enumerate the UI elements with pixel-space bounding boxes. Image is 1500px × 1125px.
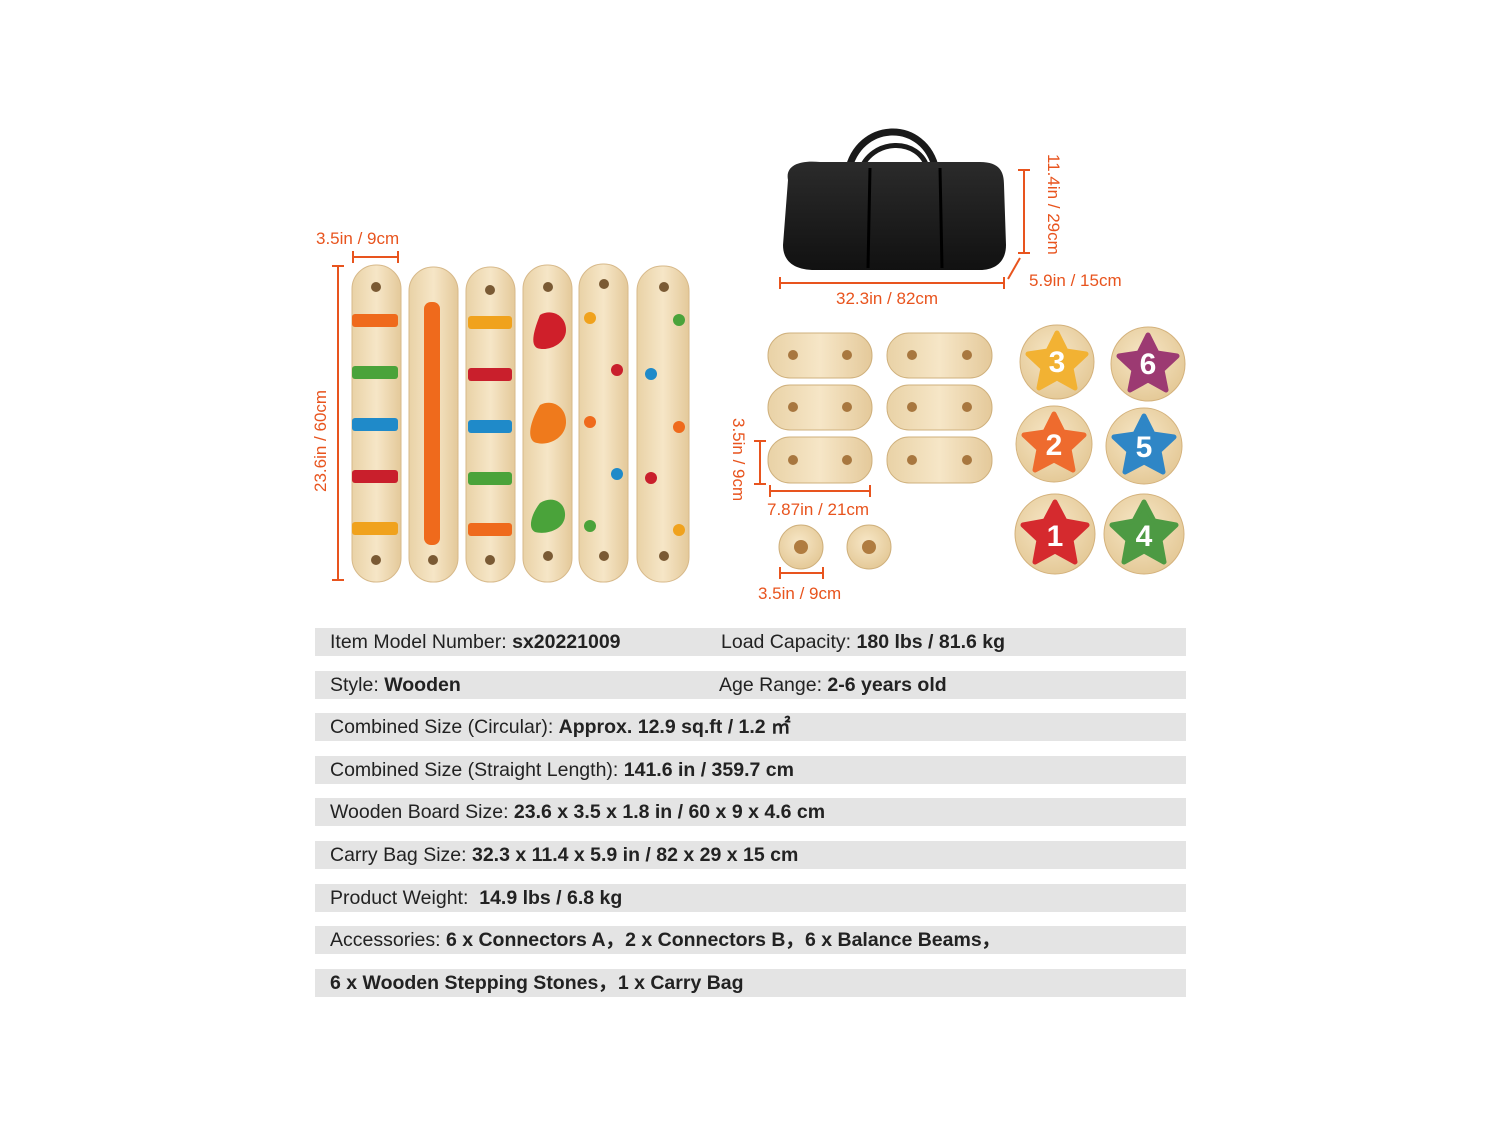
board-rungs-1: [351, 264, 402, 583]
bag-height-label: 11.4in / 29cm: [1044, 154, 1063, 255]
spec-value: 6 x Connectors A，2 x Connectors B，6 x Ba…: [445, 929, 1002, 952]
board-holds: [522, 264, 573, 583]
balance-boards: [351, 263, 690, 583]
spec-key: Item Model Number:: [330, 631, 513, 653]
connector-length-label: 7.87in / 21cm: [767, 500, 870, 519]
spec-row-model: Item Model Number: sx20221009 Load Capac…: [315, 628, 1186, 656]
stone-label-1: 1: [1047, 520, 1064, 553]
stone-4: [1103, 493, 1185, 575]
spec-key: Combined Size (Circular):: [330, 716, 559, 739]
spec-row-bag-size: Carry Bag Size: 32.3 x 11.4 x 5.9 in / 8…: [315, 840, 1186, 869]
stone-5: [1105, 407, 1183, 485]
spec-value: 141.6 in / 359.7 cm: [623, 758, 794, 781]
spec-value: 180 lbs / 81.6 kg: [856, 631, 1006, 653]
spec-table: Item Model Number: sx20221009 Load Capac…: [315, 628, 1186, 1011]
bag-length-label: 32.3in / 82cm: [836, 289, 939, 308]
stone-6: [1110, 326, 1186, 402]
spec-key: Combined Size (Straight Length):: [330, 758, 624, 781]
spec-value: 6 x Wooden Stepping Stones，1 x Carry Bag: [330, 971, 744, 994]
product-figure: 3 6 2 5 1 4 3.5in / 9cm 23.6in / 60cm 11…: [311, 128, 1186, 603]
spec-value: 32.3 x 11.4 x 5.9 in / 82 x 29 x 15 cm: [471, 843, 799, 866]
spec-key: Carry Bag Size:: [330, 843, 472, 866]
small-connector-label: 3.5in / 9cm: [758, 584, 842, 603]
spec-row-straight: Combined Size (Straight Length): 141.6 i…: [315, 755, 1186, 784]
spec-row-accessories-cont: 6 x Wooden Stepping Stones，1 x Carry Bag: [315, 968, 1186, 997]
spec-value: Wooden: [384, 673, 461, 696]
spec-value: Approx. 12.9 sq.ft / 1.2 ㎡: [558, 716, 791, 739]
board-length-label: 23.6in / 60cm: [311, 389, 330, 492]
stone-label-2: 2: [1046, 429, 1063, 462]
spec-row-weight: Product Weight: 14.9 lbs / 6.8 kg: [315, 883, 1186, 912]
spec-key: Accessories:: [330, 929, 446, 952]
spec-value: 23.6 x 3.5 x 1.8 in / 60 x 9 x 4.6 cm: [513, 801, 826, 824]
board-bar: [408, 266, 459, 583]
bag-depth-label: 5.9in / 15cm: [1029, 271, 1122, 290]
stone-3: [1019, 324, 1095, 400]
board-width-label: 3.5in / 9cm: [316, 229, 400, 248]
board-dots-1: [578, 263, 629, 583]
spec-key: Load Capacity:: [721, 631, 857, 653]
spec-key: Age Range:: [719, 673, 828, 696]
connectors-b: [778, 524, 892, 570]
spec-value: sx20221009: [512, 631, 621, 653]
spec-value: 2-6 years old: [827, 673, 947, 696]
dimension-lines: [332, 169, 1030, 581]
carry-bag: [783, 128, 1006, 270]
stone-1: [1014, 493, 1096, 575]
spec-key: Product Weight:: [330, 886, 480, 909]
spec-row-board-size: Wooden Board Size: 23.6 x 3.5 x 1.8 in /…: [315, 798, 1186, 827]
stone-label-6: 6: [1140, 348, 1157, 381]
product-illustration: 3 6 2 5 1 4: [332, 128, 1186, 583]
spec-row-accessories: Accessories: 6 x Connectors A，2 x Connec…: [315, 926, 1186, 955]
stepping-stones: 3 6 2 5 1 4: [1014, 324, 1186, 575]
stone-2: [1015, 405, 1093, 483]
spec-key: Wooden Board Size:: [330, 801, 514, 824]
board-rungs-2: [465, 266, 516, 583]
spec-value: 14.9 lbs / 6.8 kg: [479, 886, 623, 909]
board-dots-2: [636, 265, 690, 583]
spec-row-circular: Combined Size (Circular): Approx. 12.9 s…: [315, 713, 1186, 742]
connector-width-label: 3.5in / 9cm: [729, 418, 748, 502]
spec-row-style: Style: Wooden Age Range: 2-6 years old: [315, 670, 1186, 699]
stone-label-5: 5: [1136, 431, 1153, 464]
spec-key: Style:: [330, 673, 385, 696]
connectors-a: [767, 332, 993, 484]
stone-label-4: 4: [1136, 520, 1153, 553]
stone-label-3: 3: [1049, 346, 1066, 379]
